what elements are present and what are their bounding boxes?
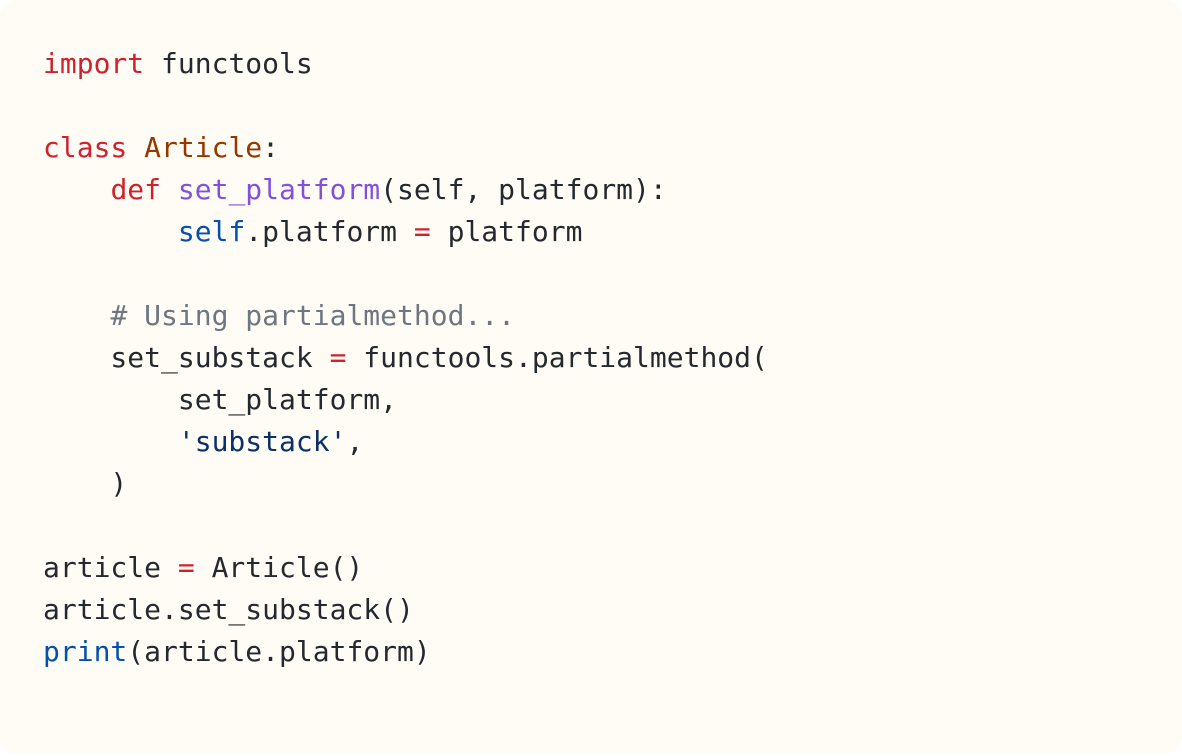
code-line: class Article: <box>43 127 768 169</box>
code-line: # Using partialmethod... <box>43 295 768 337</box>
code-token <box>43 215 178 248</box>
code-line: def set_platform(self, platform): <box>43 169 768 211</box>
code-token: functools <box>144 47 313 80</box>
code-token: .platform <box>245 215 414 248</box>
code-token-cls: Article <box>144 131 263 164</box>
code-line <box>43 85 768 127</box>
code-line: set_substack = functools.partialmethod( <box>43 337 768 379</box>
code-token: set_platform, <box>43 383 398 416</box>
code-line <box>43 505 768 547</box>
code-token-kw: def <box>110 173 162 206</box>
code-token: article.set_substack() <box>43 593 414 626</box>
code-token: platform <box>430 215 583 248</box>
code-token <box>127 131 144 164</box>
code-token: Article() <box>194 551 364 584</box>
code-line: article = Article() <box>43 547 768 589</box>
code-token <box>43 173 110 206</box>
code-token <box>43 299 110 332</box>
code-token: ) <box>43 467 128 500</box>
code-token: set_substack <box>43 341 330 374</box>
code-token-op: = <box>177 551 195 584</box>
code-token-cm: # Using partialmethod... <box>110 299 516 332</box>
code-line: self.platform = platform <box>43 211 768 253</box>
code-token: (article.platform) <box>127 635 431 668</box>
code-line: ) <box>43 463 768 505</box>
code-token <box>43 425 178 458</box>
code-token: , <box>346 425 364 458</box>
code-token-kw: class <box>43 131 128 164</box>
code-token: (self, platform): <box>380 173 667 206</box>
code-line: print(article.platform) <box>43 631 768 673</box>
code-token-bi: print <box>43 635 128 668</box>
code-token <box>161 173 178 206</box>
code-token: functools.partialmethod( <box>346 341 768 374</box>
code-token: : <box>262 131 280 164</box>
code-line: import functools <box>43 43 768 85</box>
code-line <box>43 253 768 295</box>
code-token-fn: set_platform <box>177 173 381 206</box>
code-token-str: 'substack' <box>177 425 347 458</box>
code-block[interactable]: import functools class Article: def set_… <box>43 43 768 673</box>
code-token: article <box>43 551 178 584</box>
code-token-op: = <box>413 215 431 248</box>
code-token-bi: self <box>177 215 246 248</box>
code-token-kw: import <box>43 47 145 80</box>
code-token-op: = <box>329 341 347 374</box>
code-line: set_platform, <box>43 379 768 421</box>
code-line: 'substack', <box>43 421 768 463</box>
code-line: article.set_substack() <box>43 589 768 631</box>
